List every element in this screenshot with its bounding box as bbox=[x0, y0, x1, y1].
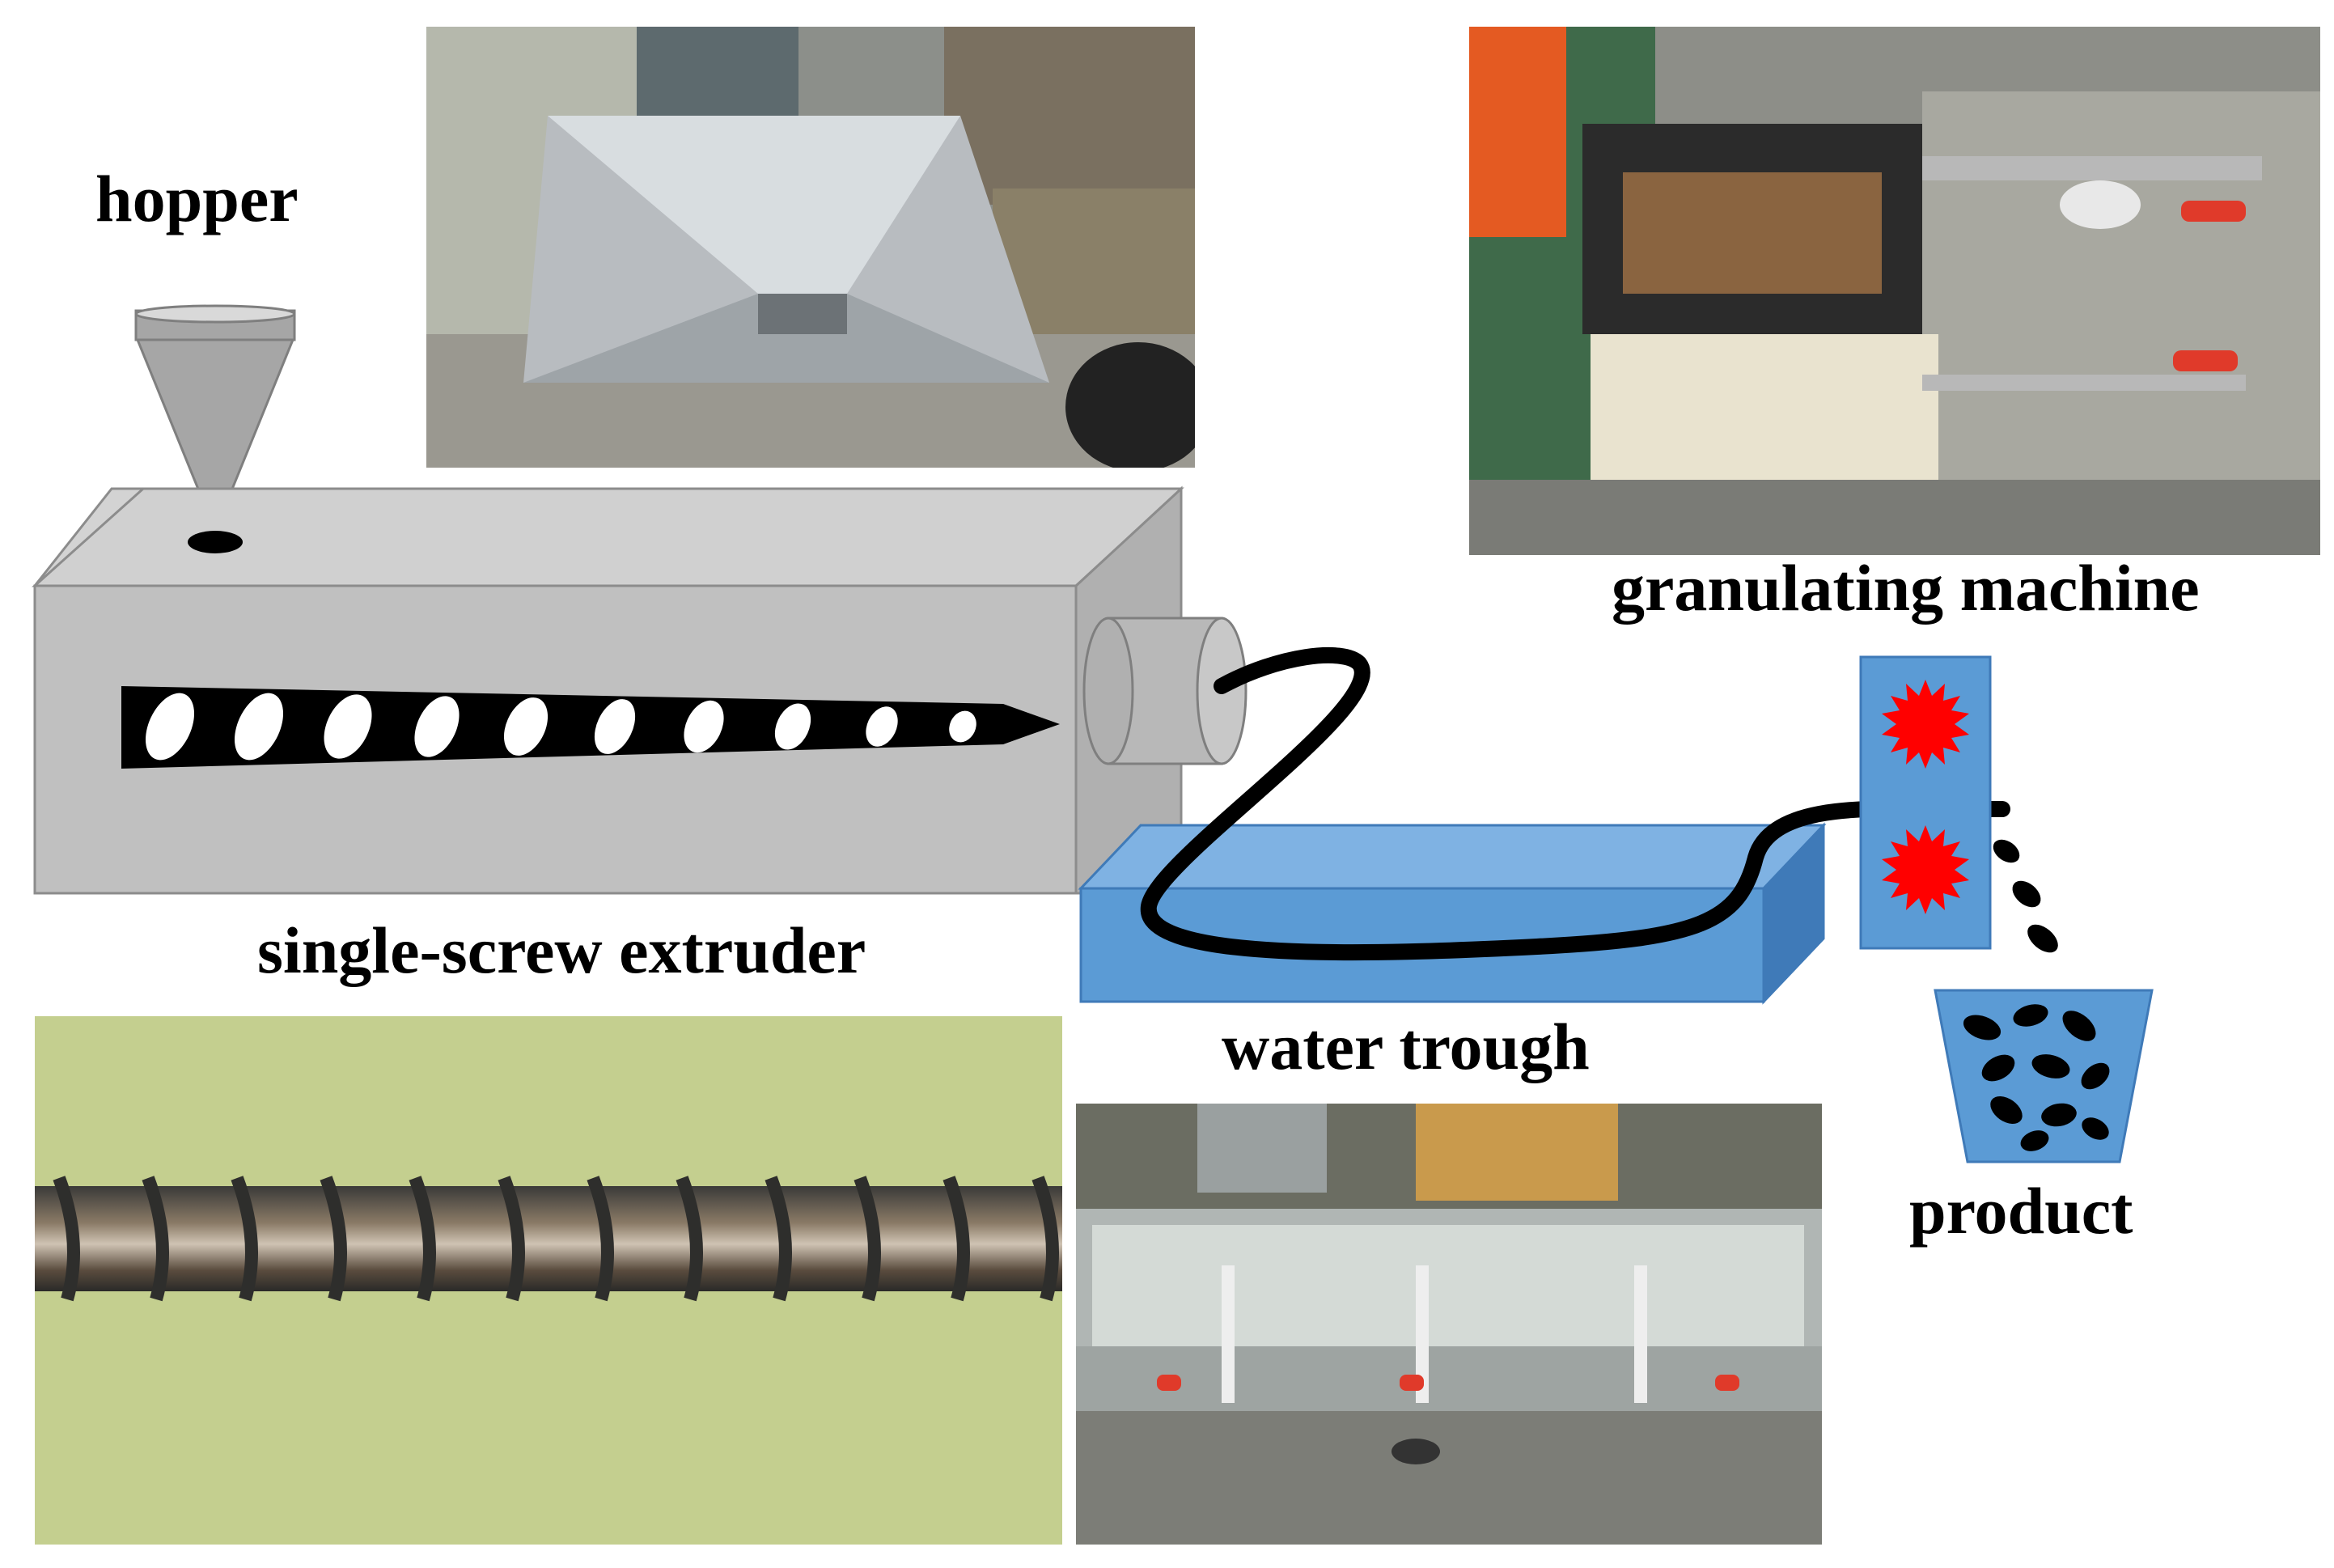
hopper-label: hopper bbox=[95, 166, 299, 232]
product-bucket-icon bbox=[1935, 990, 2152, 1162]
granulating-machine-label: granulating machine bbox=[1612, 555, 2200, 621]
single-screw-extruder-label: single-screw extruder bbox=[257, 917, 866, 984]
water-trough-label: water trough bbox=[1222, 1014, 1590, 1080]
granulator-schematic bbox=[1861, 657, 1990, 948]
falling-pellets bbox=[1989, 835, 2063, 958]
product-label: product bbox=[1909, 1178, 2133, 1244]
